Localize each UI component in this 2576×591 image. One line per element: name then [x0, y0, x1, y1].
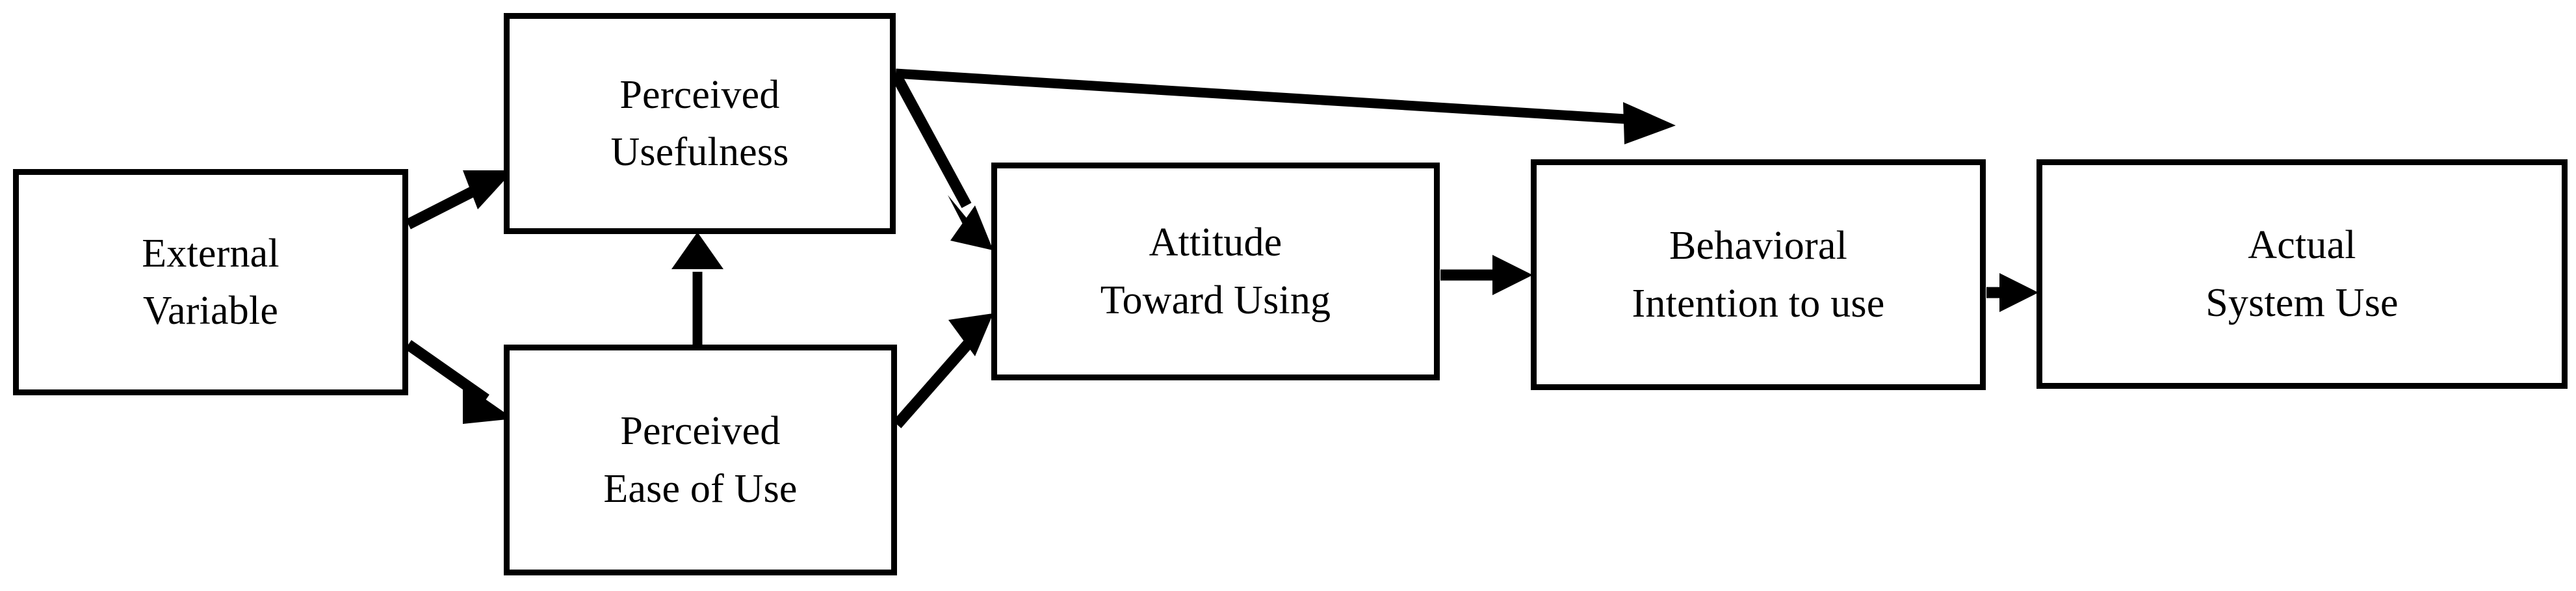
node-actual-system-use-line2: System Use	[2205, 280, 2399, 325]
arrow-behavioral-intention-to-actual-system-use	[1986, 273, 2038, 312]
node-behavioral-intention-to-use[interactable]: Behavioral Intention to use	[1531, 159, 1986, 390]
node-perceived-ease-of-use[interactable]: Perceived Ease of Use	[504, 345, 897, 575]
node-attitude-toward-using-line2: Toward Using	[1100, 278, 1331, 322]
node-attitude-toward-using-line1: Attitude	[1149, 220, 1282, 265]
arrow-perceived-ease-of-use-to-perceived-usefulness	[671, 232, 723, 346]
node-perceived-usefulness-line1: Perceived	[619, 72, 780, 117]
arrow-perceived-usefulness-to-behavioral-intention	[895, 68, 1676, 144]
node-perceived-usefulness[interactable]: Perceived Usefulness	[504, 13, 896, 234]
node-external-variable-line2: Variable	[142, 289, 279, 333]
node-behavioral-intention-to-use-line2: Intention to use	[1632, 281, 1885, 326]
node-perceived-ease-of-use-line1: Perceived	[620, 409, 781, 454]
arrow-perceived-ease-of-use-to-attitude-toward-using	[892, 313, 993, 428]
node-behavioral-intention-to-use-line1: Behavioral	[1669, 224, 1847, 269]
arrow-perceived-usefulness-to-attitude-toward-using	[891, 72, 993, 250]
arrow-external-variable-to-perceived-ease-of-use	[405, 340, 514, 424]
node-external-variable-line1: External	[142, 231, 280, 276]
node-actual-system-use[interactable]: Actual System Use	[2036, 159, 2568, 389]
arrow-attitude-toward-using-to-behavioral-intention	[1440, 255, 1533, 295]
node-perceived-usefulness-line2: Usefulness	[610, 130, 789, 174]
node-external-variable[interactable]: External Variable	[13, 169, 408, 395]
arrow-external-variable-to-perceived-usefulness	[406, 170, 514, 230]
node-attitude-toward-using[interactable]: Attitude Toward Using	[991, 163, 1440, 380]
node-perceived-ease-of-use-line2: Ease of Use	[603, 466, 798, 511]
node-actual-system-use-line1: Actual	[2248, 223, 2356, 268]
